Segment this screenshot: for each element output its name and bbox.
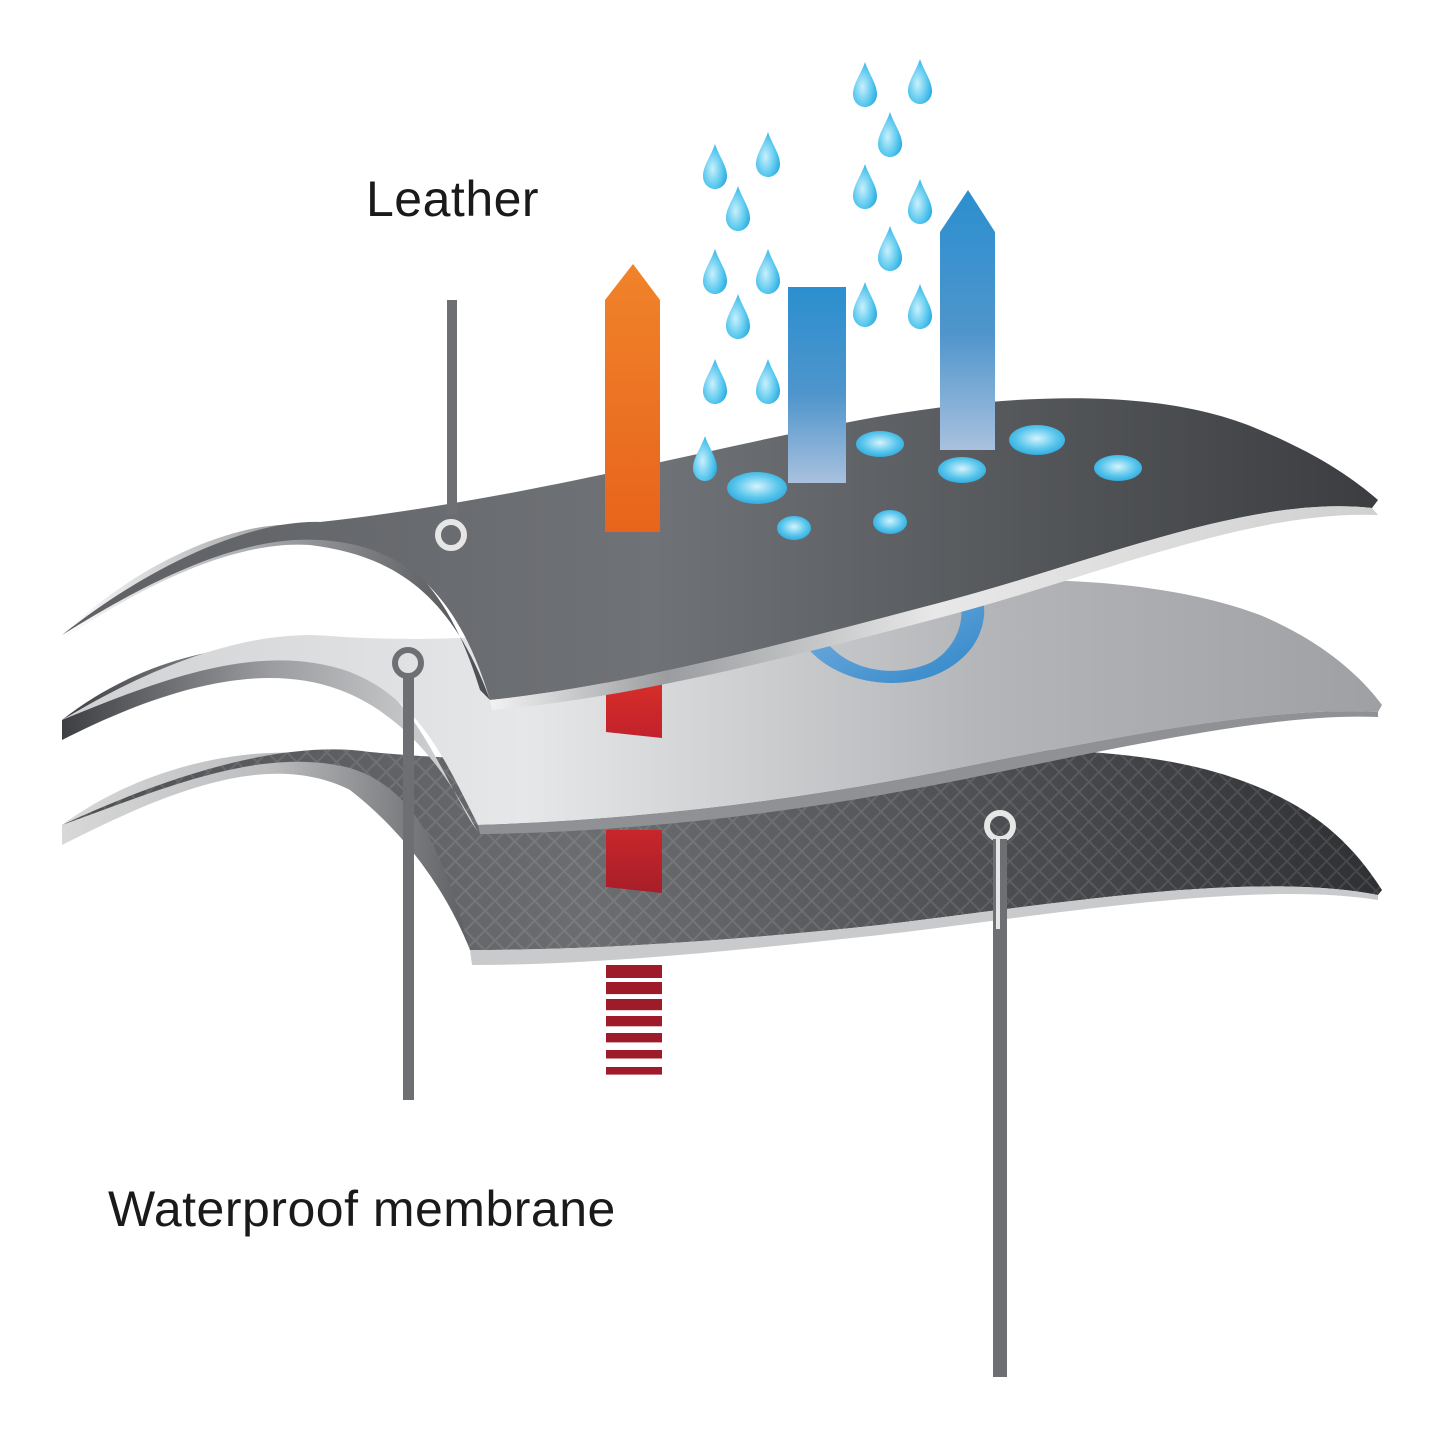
water-beads (727, 425, 1142, 540)
heat-stripes (606, 965, 662, 1075)
water-bead (1009, 425, 1065, 455)
water-bead (873, 510, 907, 534)
moisture-loop-arrow (805, 590, 985, 683)
leather-layer (62, 398, 1378, 710)
rain-drop-icon (908, 59, 932, 104)
rain-drop-icon (726, 294, 750, 339)
heat-stripe (606, 1050, 662, 1059)
heat-stripe (606, 965, 662, 978)
rain-drop-icon (703, 359, 727, 404)
rain-drop-icon (853, 164, 877, 209)
water-bead (856, 431, 904, 457)
rain-drop-icon (878, 226, 902, 271)
vapour-up-arrow-icon (940, 190, 995, 450)
water-bead (938, 457, 986, 483)
water-bead (777, 516, 811, 540)
heat-arrow-core (606, 675, 662, 1075)
leather-callout (435, 300, 467, 551)
rain-drop-icon (853, 282, 877, 327)
membrane-layer (62, 580, 1382, 834)
rain-drop-icon (908, 179, 932, 224)
membrane-label: Waterproof membrane (108, 1181, 616, 1237)
leather-label: Leather (366, 171, 540, 227)
water-bead (1094, 455, 1142, 481)
rain-drop-icon (853, 62, 877, 107)
lining-layer (62, 748, 1382, 965)
rain-drops (693, 59, 932, 481)
rain-drop-icon (756, 359, 780, 404)
rain-drop-icon (693, 436, 717, 481)
rain-drop-icon (703, 249, 727, 294)
rain-drop-icon (756, 132, 780, 177)
lining-callout (984, 810, 1016, 1377)
heat-stripe (606, 1033, 662, 1043)
rain-drop-icon (703, 144, 727, 189)
rain-drop-icon (908, 284, 932, 329)
heat-stripe (606, 1067, 662, 1075)
vapour-bar (788, 287, 846, 483)
membrane-callout (392, 647, 424, 1100)
heat-up-arrow-icon (605, 264, 660, 532)
water-bead (727, 472, 787, 504)
rain-drop-icon (756, 249, 780, 294)
heat-stripe (606, 982, 662, 995)
heat-stripe (606, 999, 662, 1011)
heat-stripe (606, 1016, 662, 1027)
rain-drop-icon (878, 112, 902, 157)
rain-drop-icon (726, 186, 750, 231)
